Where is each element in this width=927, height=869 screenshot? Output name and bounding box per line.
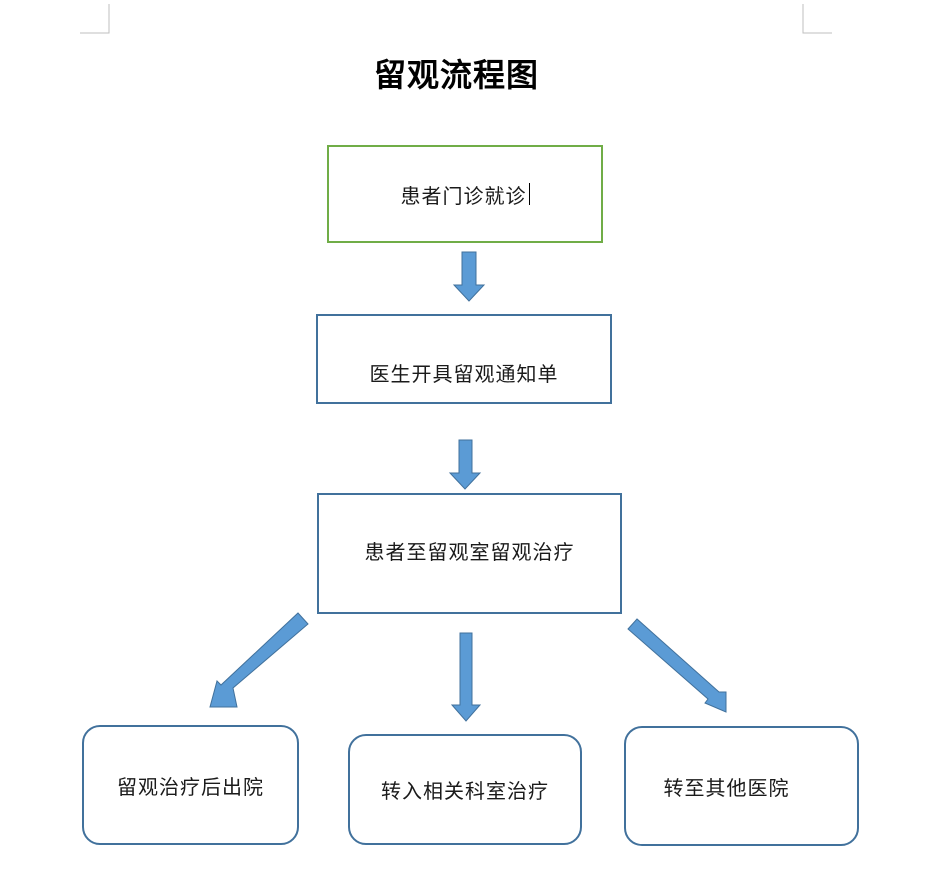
- node-transfer-hospital-label: 转至其他医院: [663, 775, 790, 800]
- node-observation-notice: 医生开具留观通知单: [316, 314, 612, 404]
- arrow-visit-to-notice: [452, 251, 486, 302]
- node-discharge: 留观治疗后出院: [82, 725, 299, 845]
- arrow-observe-to-transfer-dept: [450, 632, 482, 722]
- node-patient-visit-label: 患者门诊就诊: [400, 183, 527, 208]
- diagram-title: 留观流程图: [373, 56, 539, 94]
- node-transfer-department-label: 转入相关科室治疗: [381, 779, 549, 803]
- page-corner-mark-right: [802, 4, 832, 34]
- node-transfer-hospital: 转至其他医院: [624, 726, 859, 846]
- text-cursor: [528, 183, 530, 205]
- arrow-observe-to-discharge: [209, 612, 309, 708]
- page-corner-mark-left: [80, 4, 110, 34]
- node-discharge-label: 留观治疗后出院: [117, 774, 264, 799]
- node-patient-visit: 患者门诊就诊: [327, 145, 603, 243]
- node-transfer-department: 转入相关科室治疗: [348, 734, 582, 845]
- arrow-observe-to-transfer-hospital: [627, 618, 727, 713]
- node-observation-treatment: 患者至留观室留观治疗: [317, 493, 622, 614]
- arrow-notice-to-observe: [448, 439, 482, 490]
- node-observation-notice-label: 医生开具留观通知单: [369, 361, 559, 386]
- node-observation-treatment-label: 患者至留观室留观治疗: [364, 540, 575, 564]
